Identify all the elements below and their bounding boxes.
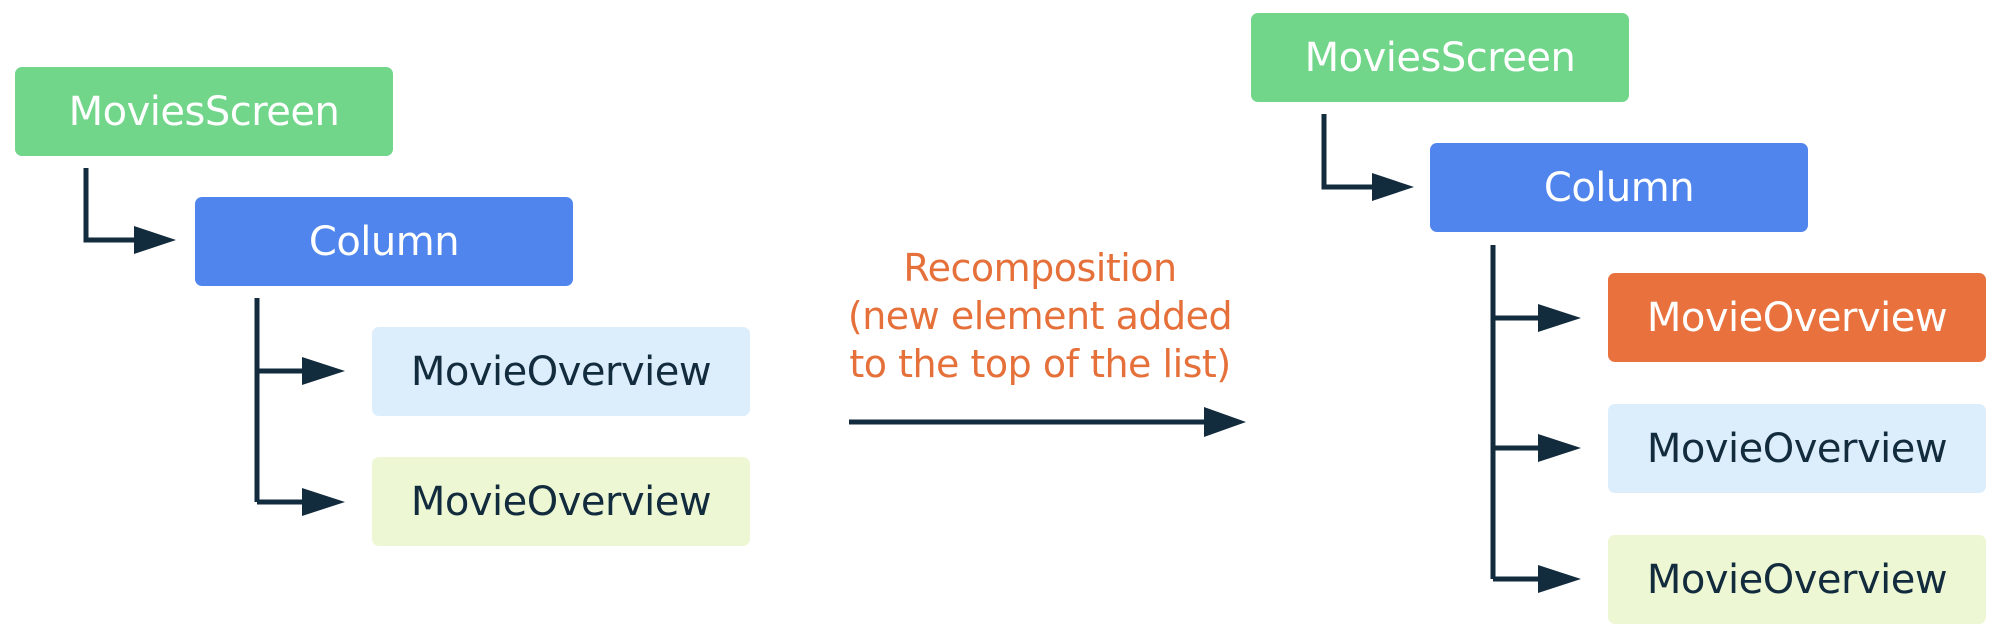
before-movie-overview-label-2: MovieOverview [410,478,712,525]
before-movie-overview-node-1: MovieOverview [372,327,750,416]
arrowhead-before-item-2 [302,488,345,516]
arrowhead-before-column [134,226,176,254]
recomposition-caption: Recomposition (new element added to the … [830,244,1250,388]
after-movie-overview-node-3: MovieOverview [1608,535,1986,624]
connector-after-screen-to-column [1321,114,1376,190]
after-movie-overview-label-2: MovieOverview [1646,425,1948,472]
before-movie-overview-node-2: MovieOverview [372,457,750,546]
connector-before-screen-to-column [83,168,138,243]
arrowhead-after-item-3 [1538,565,1581,593]
transition-arrowhead [1204,407,1246,437]
after-column-node: Column [1430,143,1808,232]
arrowhead-before-item-1 [302,357,345,385]
after-movie-overview-node-new: MovieOverview [1608,273,1986,362]
after-movie-overview-node-2: MovieOverview [1608,404,1986,493]
after-movie-overview-label-3: MovieOverview [1646,556,1948,603]
before-movies-screen-label: MoviesScreen [68,88,340,135]
arrowhead-after-item-1 [1538,304,1581,332]
before-column-label: Column [308,218,460,265]
after-movie-overview-label-new: MovieOverview [1646,294,1948,341]
before-movie-overview-label-1: MovieOverview [410,348,712,395]
before-column-node: Column [195,197,573,286]
caption-line-1: Recomposition [903,246,1177,290]
after-column-label: Column [1543,164,1695,211]
caption-line-2: (new element added [847,294,1233,338]
caption-line-3: to the top of the list) [849,342,1231,386]
arrowhead-after-item-2 [1538,434,1581,462]
after-movies-screen-node: MoviesScreen [1251,13,1629,102]
before-movies-screen-node: MoviesScreen [15,67,393,156]
arrowhead-after-column [1372,173,1414,201]
after-movies-screen-label: MoviesScreen [1304,34,1576,81]
